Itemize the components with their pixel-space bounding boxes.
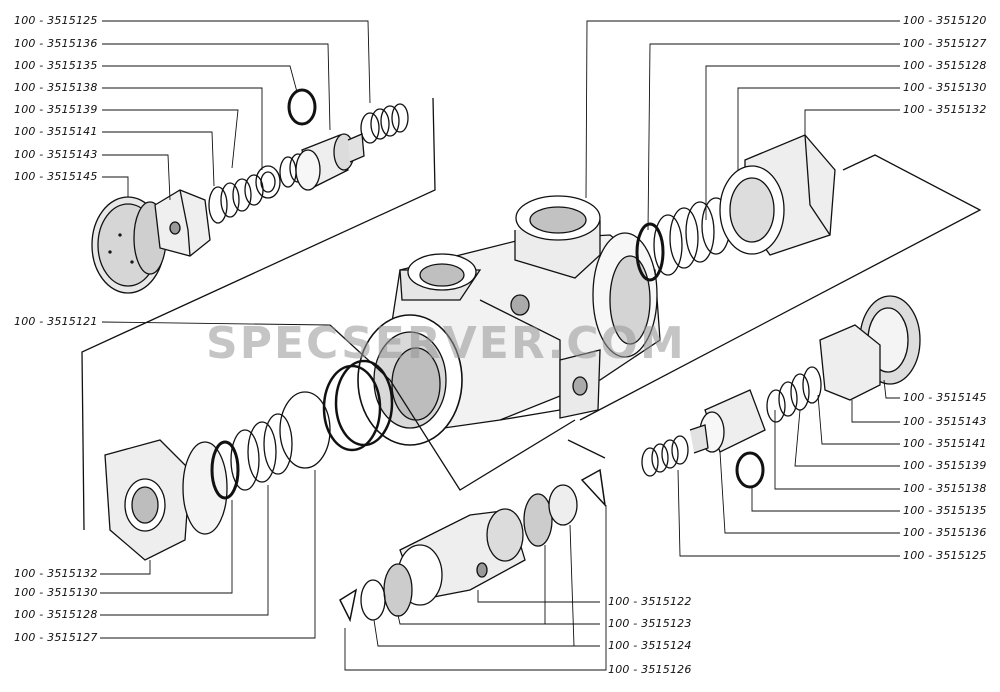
label-right-3515143: 100 - 3515143 (903, 415, 987, 428)
label-right-3515132: 100 - 3515132 (903, 103, 987, 116)
label-right-3515125: 100 - 3515125 (903, 549, 987, 562)
label-left-3515128: 100 - 3515128 (14, 608, 98, 621)
label-right-3515127: 100 - 3515127 (903, 37, 987, 50)
label-left-3515127: 100 - 3515127 (14, 631, 98, 644)
plug-lower-left (104, 439, 228, 561)
spring-upper-right (635, 197, 731, 282)
cap-upper-left (91, 196, 167, 294)
label-right-3515135: 100 - 3515135 (903, 504, 987, 517)
oring-pair-center (322, 359, 394, 452)
ring-upper-left (255, 165, 281, 199)
label-bottom-3515122: 100 - 3515122 (608, 595, 692, 608)
leaders-right (585, 20, 900, 557)
label-bottom-3515124: 100 - 3515124 (608, 639, 692, 652)
label-left-3515138: 100 - 3515138 (14, 81, 98, 94)
leaders-bottom (344, 505, 607, 671)
label-left-3515121: 100 - 3515121 (14, 315, 98, 328)
label-right-3515128: 100 - 3515128 (903, 59, 987, 72)
label-bottom-3515126: 100 - 3515126 (608, 663, 692, 676)
hexnut-upper-left (154, 189, 211, 257)
label-left-3515132: 100 - 3515132 (14, 567, 98, 580)
label-right-3515141: 100 - 3515141 (903, 437, 987, 450)
label-right-3515130: 100 - 3515130 (903, 81, 987, 94)
piston-lower-right (689, 389, 766, 454)
label-right-3515120: 100 - 3515120 (903, 14, 987, 27)
right-frame (579, 154, 982, 421)
leaders-left (100, 20, 371, 639)
oring-lower-right (735, 451, 765, 489)
small-spring-lower-right (641, 435, 689, 477)
clips-bottom (339, 468, 607, 623)
label-right-3515138: 100 - 3515138 (903, 482, 987, 495)
label-bottom-3515123: 100 - 3515123 (608, 617, 692, 630)
label-left-3515143: 100 - 3515143 (14, 148, 98, 161)
hexnut-lower-right (819, 324, 881, 401)
label-left-3515145: 100 - 3515145 (14, 170, 98, 183)
label-left-3515135: 100 - 3515135 (14, 59, 98, 72)
spring-lower-right (766, 366, 822, 423)
label-left-3515130: 100 - 3515130 (14, 586, 98, 599)
upper-left-frame (81, 97, 436, 531)
central-body (357, 195, 661, 446)
piston-upper-left (295, 133, 365, 191)
washers-bottom (360, 484, 578, 621)
label-left-3515125: 100 - 3515125 (14, 14, 98, 27)
watermark-text: SPECSERVER.COM (206, 318, 686, 369)
label-right-3515145: 100 - 3515145 (903, 391, 987, 404)
valve-bottom (397, 508, 526, 606)
label-right-3515136: 100 - 3515136 (903, 526, 987, 539)
center-frame (329, 324, 606, 491)
spring-upper-left (208, 174, 264, 224)
label-left-3515136: 100 - 3515136 (14, 37, 98, 50)
label-left-3515141: 100 - 3515141 (14, 125, 98, 138)
label-right-3515139: 100 - 3515139 (903, 459, 987, 472)
small-spring-upper-left (360, 103, 409, 144)
label-left-3515139: 100 - 3515139 (14, 103, 98, 116)
plug-upper-right (719, 134, 836, 256)
oring-upper-left (287, 88, 317, 126)
spring-lower-left (210, 391, 331, 500)
